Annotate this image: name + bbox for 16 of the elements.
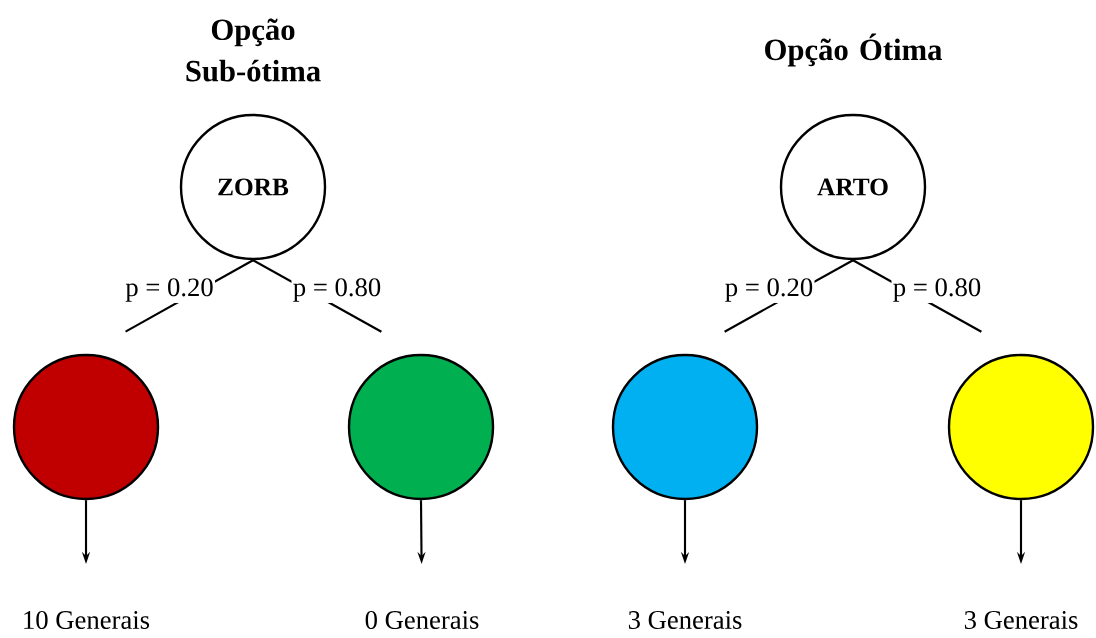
- filled-circle: [611, 353, 759, 501]
- outcome-text: 0 Generais: [365, 611, 479, 629]
- option-heading: Opção Ótima: [765, 33, 942, 67]
- probability-label: p = 0.20: [723, 276, 815, 304]
- outcome-text: 3 Generais: [964, 611, 1078, 629]
- outcome-text: 3 Generais: [628, 611, 742, 629]
- probability-label: p = 0.80: [291, 276, 383, 304]
- filled-circle: [347, 353, 495, 501]
- outcome-text: 10 Generais: [24, 611, 150, 629]
- circle-node: ARTO: [779, 113, 927, 261]
- filled-circle: [947, 353, 1095, 501]
- filled-circle: [12, 353, 160, 501]
- circle-node: ZORB: [179, 113, 327, 261]
- option-heading: Opção Sub-ótima: [186, 18, 321, 82]
- probability-label: p = 0.20: [124, 276, 216, 304]
- probability-label: p = 0.80: [891, 276, 983, 304]
